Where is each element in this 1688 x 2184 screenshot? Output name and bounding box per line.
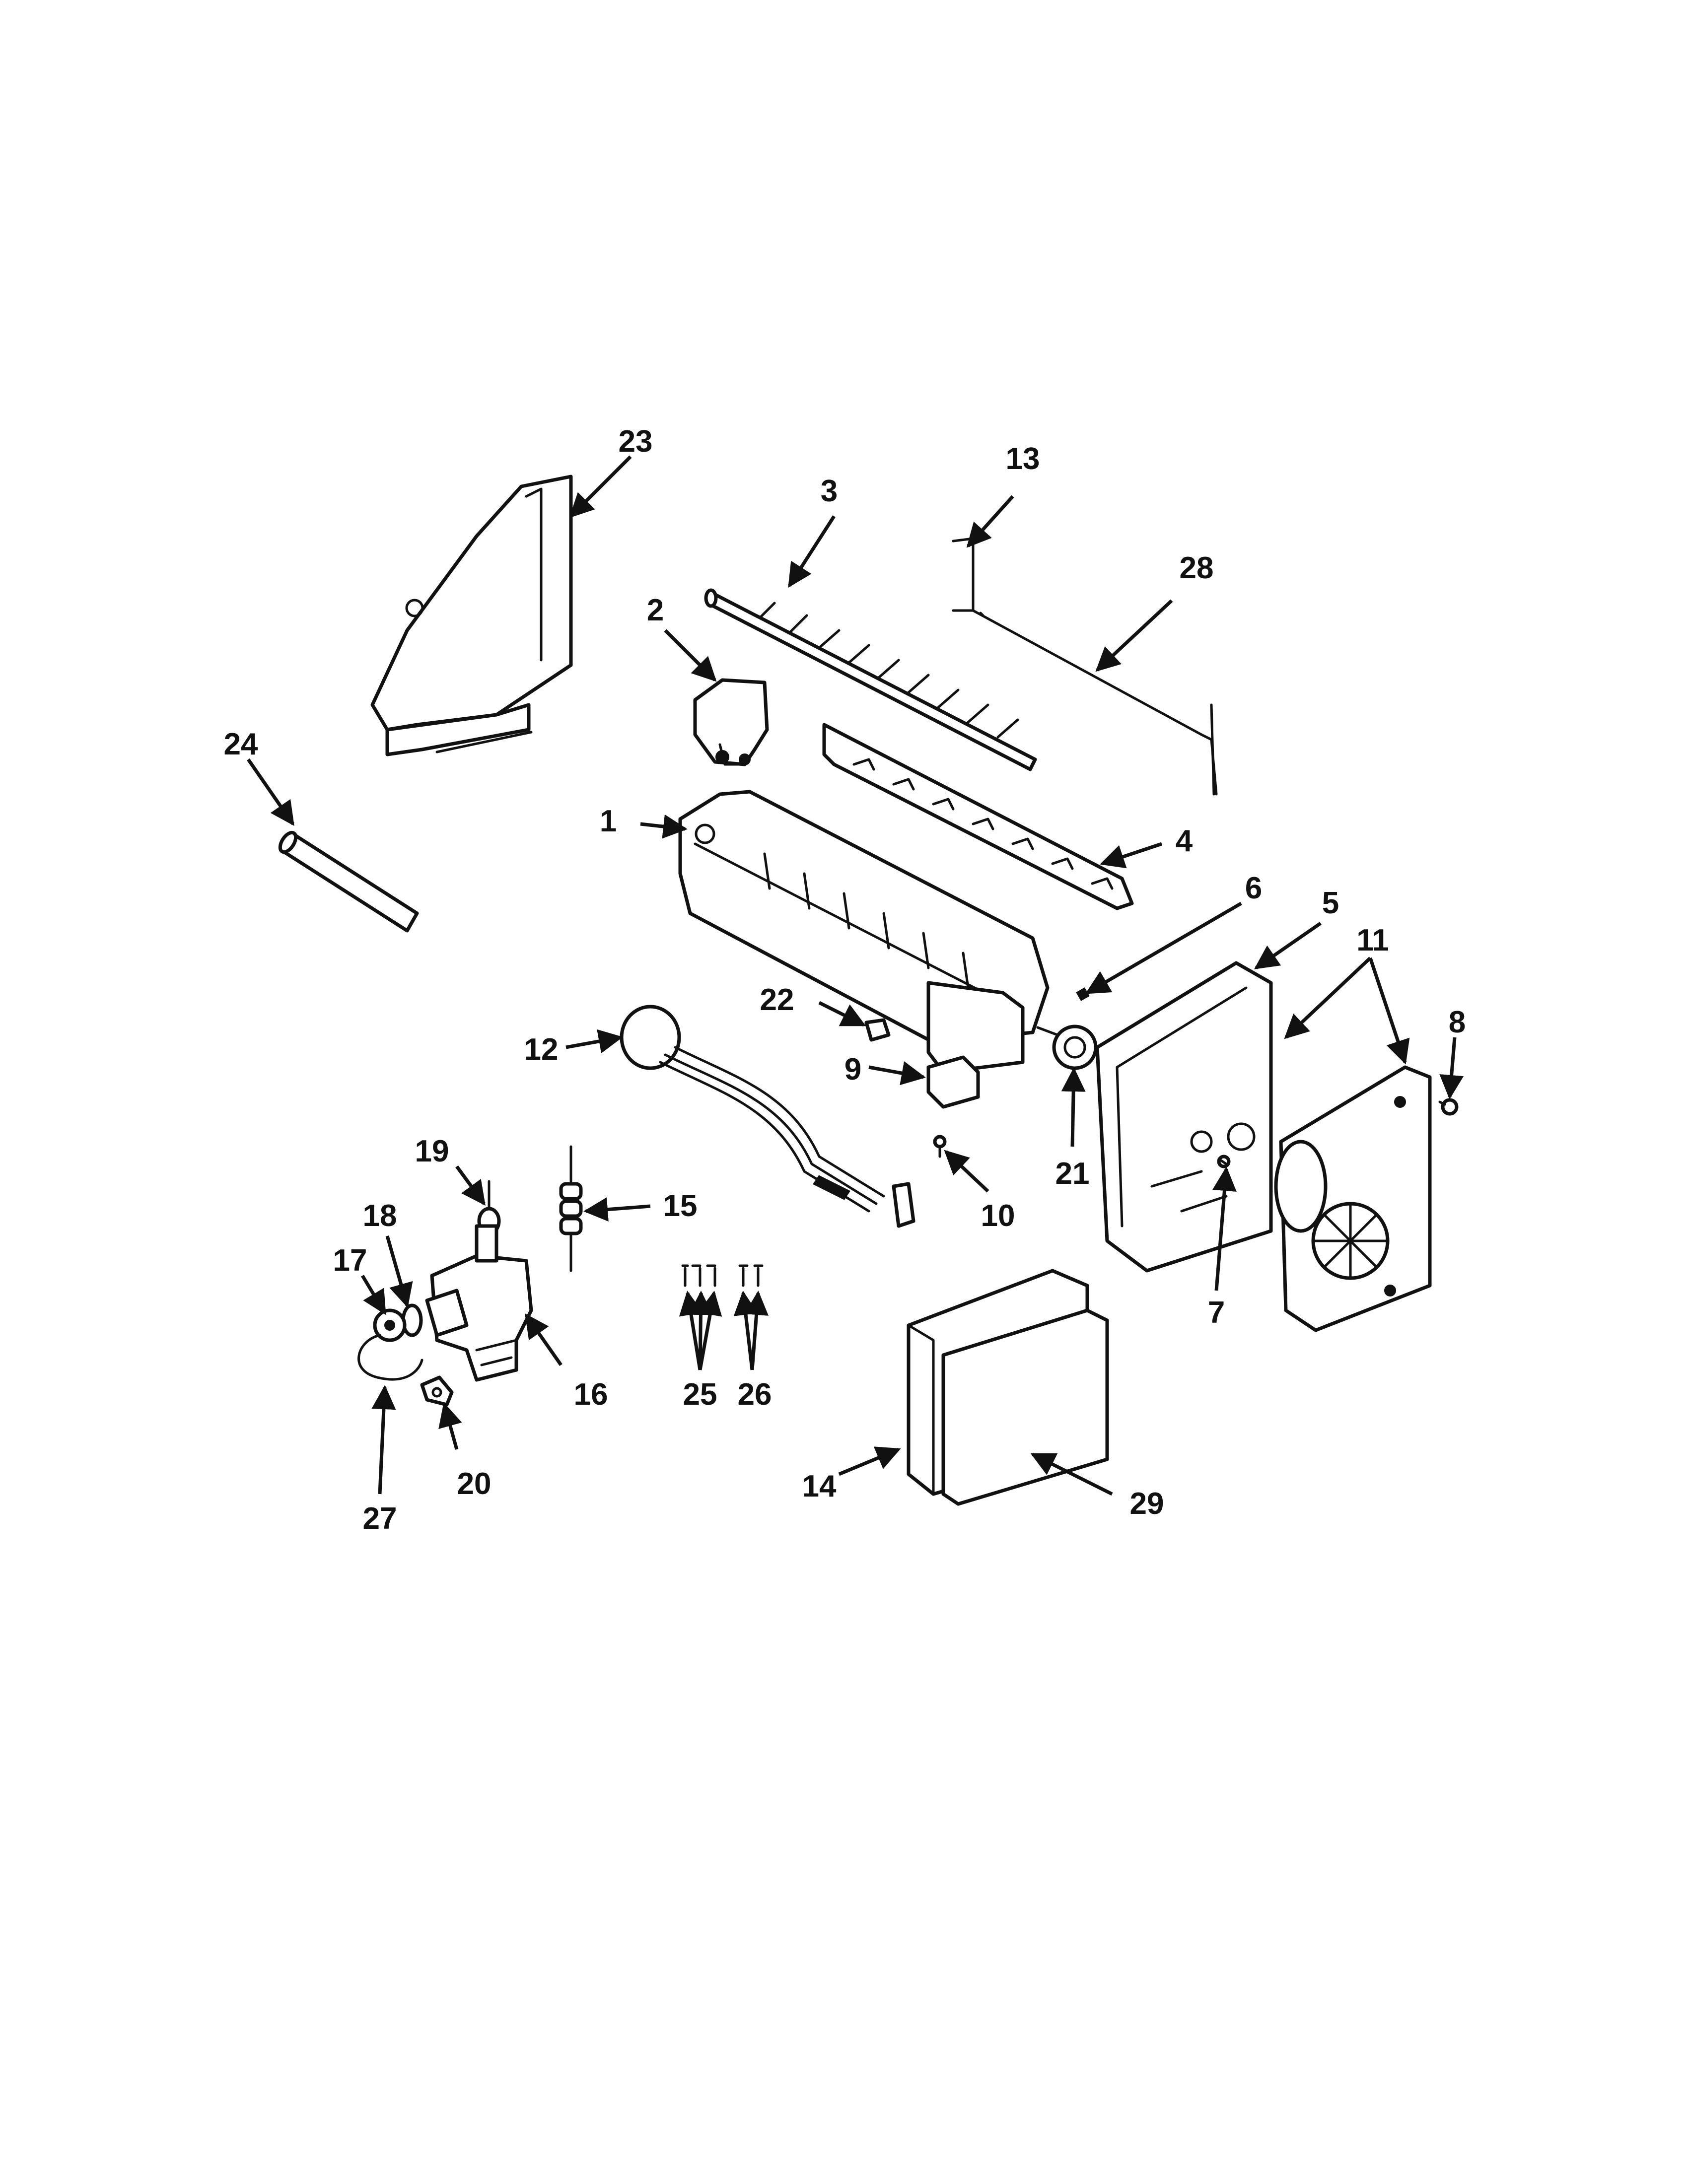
callout-25: 25 [683,1377,717,1412]
screw-icon [1076,987,1090,1001]
leader-lines [247,455,1464,1496]
ice-mold-icon [678,790,1050,1074]
callout-6: 6 [1245,871,1262,905]
callout-18: 18 [363,1199,397,1233]
callout-8: 8 [1449,1005,1466,1039]
water-valve-icon [425,1224,533,1382]
callout-3: 3 [821,474,838,508]
callout-7: 7 [1208,1296,1225,1330]
callout-4: 4 [1176,824,1193,858]
callout-11: 11 [1356,923,1389,957]
callout-28: 28 [1180,551,1214,585]
callout-27: 27 [363,1502,397,1536]
bearing-bracket-icon [693,678,769,766]
insulation-icon [941,1308,1109,1506]
callout-29: 29 [1130,1487,1164,1521]
callout-16: 16 [574,1377,608,1412]
screw-icon [681,1264,716,1287]
callout-15: 15 [663,1189,698,1223]
callout-26: 26 [738,1377,772,1412]
callout-2: 2 [647,593,664,627]
clamp-icon [420,1375,454,1407]
callout-5: 5 [1322,886,1339,920]
callout-23: 23 [619,424,653,459]
clip-icon [864,1018,891,1042]
tube-icon [278,830,419,933]
screw-icon [1438,1098,1459,1116]
callout-17: 17 [333,1243,367,1278]
bail-arm-icon [952,537,1218,796]
wire-loop-icon [357,1334,423,1381]
callout-19: 19 [415,1134,449,1168]
callout-21: 21 [1055,1157,1090,1191]
callout-labels: 1 2 3 4 5 6 7 8 9 10 11 12 13 14 15 16 1… [224,424,1466,1536]
callout-22: 22 [760,983,794,1017]
fill-cup-icon [370,475,573,756]
ejector-icon [704,588,1037,771]
callout-13: 13 [1006,442,1040,476]
bracket-icon [926,1055,980,1109]
control-module-icon [1274,1065,1432,1332]
callout-14: 14 [802,1469,837,1503]
wire-harness-icon [620,1005,915,1228]
callout-20: 20 [457,1467,492,1501]
grommet-icon [373,1308,407,1342]
screw-icon [738,1264,764,1287]
callout-12: 12 [524,1032,559,1067]
callout-9: 9 [844,1052,861,1087]
screw-icon [1217,1155,1231,1168]
callout-24: 24 [224,727,258,761]
nut-ferrule-icon [559,1145,583,1272]
housing-icon [1095,961,1273,1273]
thermostat-icon [1036,1024,1098,1070]
stripper-icon [822,723,1134,910]
shut-off-arm-icon [979,612,985,617]
callout-1: 1 [600,804,617,838]
screw-icon [933,1135,947,1158]
fitting-icon [401,1303,423,1337]
callout-10: 10 [981,1199,1015,1233]
